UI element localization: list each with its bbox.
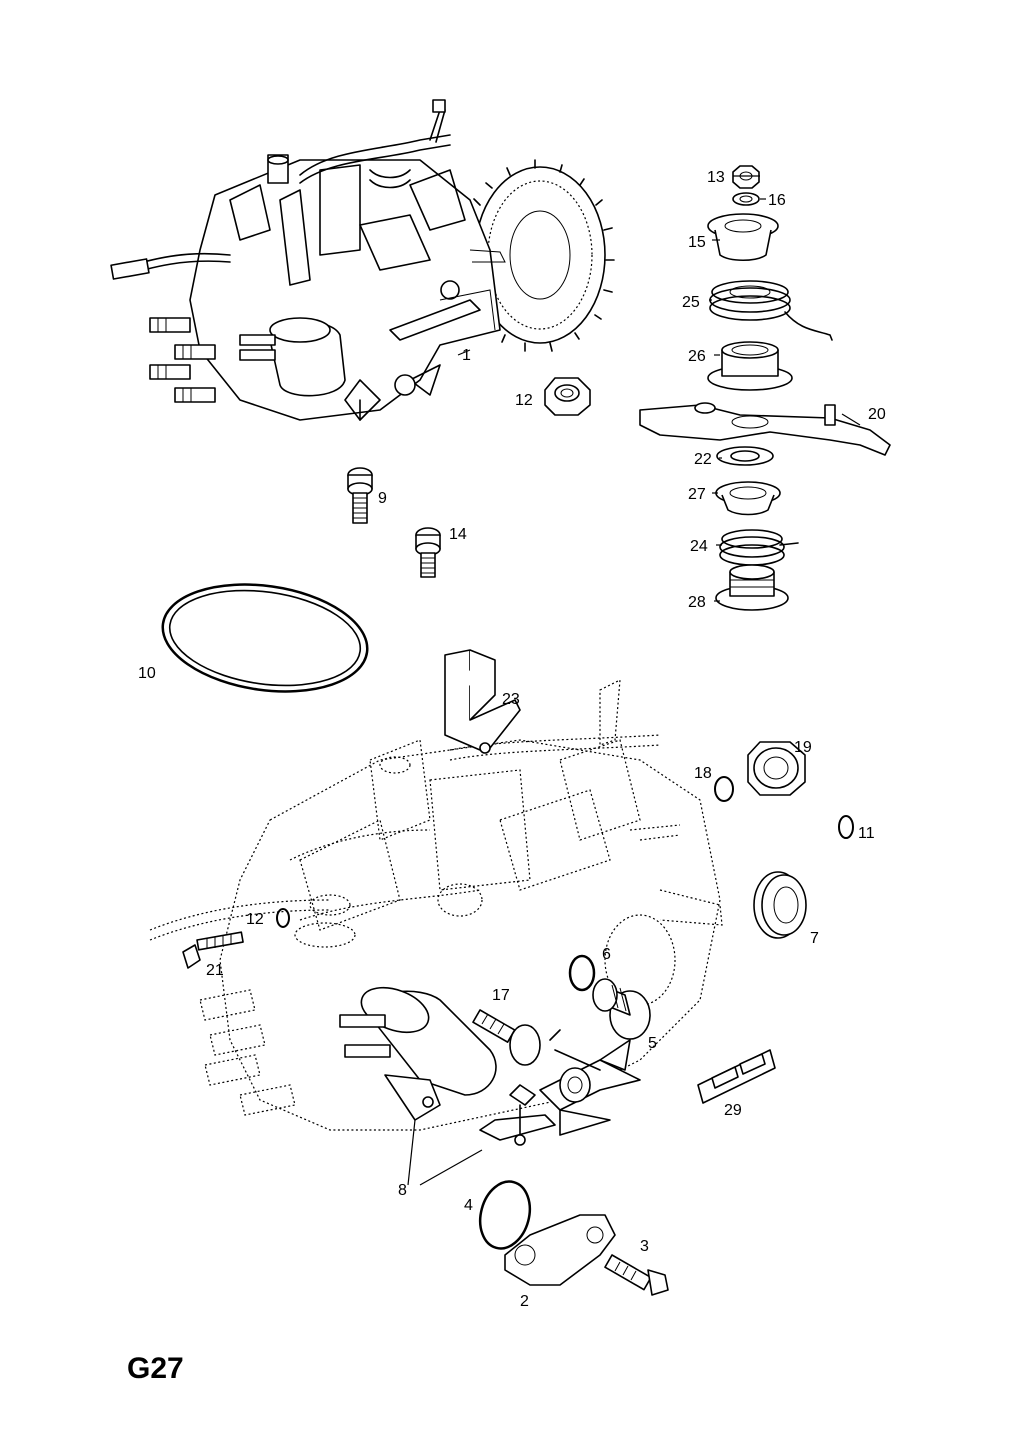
nut-13 (732, 165, 760, 189)
label-plate-29 (697, 1049, 776, 1104)
pump-assembly-lower (149, 678, 723, 1131)
ring-6 (568, 954, 596, 992)
outlet-fittings (149, 317, 216, 403)
sheet-code: G27 (127, 1352, 184, 1385)
plug-5 (592, 978, 651, 1040)
callout-labels: 1 12 9 14 10 13 16 15 25 26 20 22 27 24 … (138, 169, 886, 1310)
seal-7 (753, 871, 807, 939)
o-ring-4 (478, 1180, 532, 1250)
cover-plate-2 (504, 1214, 616, 1286)
callout-24: 24 (690, 538, 708, 555)
callout-26: 26 (688, 348, 706, 365)
solenoid-8 (339, 986, 556, 1146)
callout-9: 9 (378, 490, 387, 507)
ring-18 (714, 776, 734, 802)
callout-27: 27 (688, 486, 706, 503)
callout-5: 5 (648, 1035, 657, 1052)
nut-12-top (544, 377, 591, 416)
callout-7: 7 (810, 930, 819, 947)
callout-8: 8 (398, 1182, 407, 1199)
ring-12-lower (276, 908, 290, 928)
callout-11: 11 (858, 825, 875, 842)
callout-3: 3 (640, 1238, 649, 1255)
lever-20 (639, 402, 891, 456)
callout-12-top: 12 (515, 392, 533, 409)
callout-6: 6 (602, 946, 611, 963)
washer-16 (732, 192, 760, 206)
callout-23: 23 (502, 691, 520, 708)
callout-18: 18 (694, 765, 712, 782)
callout-21: 21 (206, 962, 224, 979)
callout-29: 29 (724, 1102, 742, 1119)
callout-19: 19 (794, 739, 812, 756)
pump-assembly-top (110, 99, 615, 421)
callout-15: 15 (688, 234, 706, 251)
screw-21 (182, 931, 244, 969)
bushing-27 (715, 481, 781, 516)
callout-16: 16 (768, 192, 786, 209)
nut-19 (747, 741, 806, 796)
o-ring-10 (161, 583, 369, 693)
leader-lines (407, 175, 861, 1186)
callout-22: 22 (694, 451, 712, 468)
callout-13: 13 (707, 169, 725, 186)
callout-4: 4 (464, 1197, 473, 1214)
callout-17: 17 (492, 987, 510, 1004)
bushing-28 (715, 564, 789, 611)
callout-10: 10 (138, 665, 156, 682)
callout-28: 28 (688, 594, 706, 611)
callout-25: 25 (682, 294, 700, 311)
lever-assembly (539, 1029, 641, 1136)
callout-20: 20 (868, 406, 886, 423)
spring-25 (709, 280, 833, 341)
callout-2: 2 (520, 1293, 529, 1310)
screw-17 (472, 1009, 541, 1066)
drive-gear (469, 159, 615, 352)
callout-1: 1 (462, 347, 471, 364)
spring-24 (719, 529, 799, 566)
callout-12-lower: 12 (246, 911, 264, 928)
screw-14 (415, 527, 441, 578)
bushing-15 (707, 213, 779, 262)
screw-9 (347, 467, 373, 524)
bushing-26 (707, 341, 793, 391)
callout-14: 14 (449, 526, 467, 543)
washer-22 (716, 446, 774, 466)
screw-3 (604, 1254, 669, 1296)
ring-11 (838, 815, 854, 839)
bracket-23 (444, 649, 521, 754)
